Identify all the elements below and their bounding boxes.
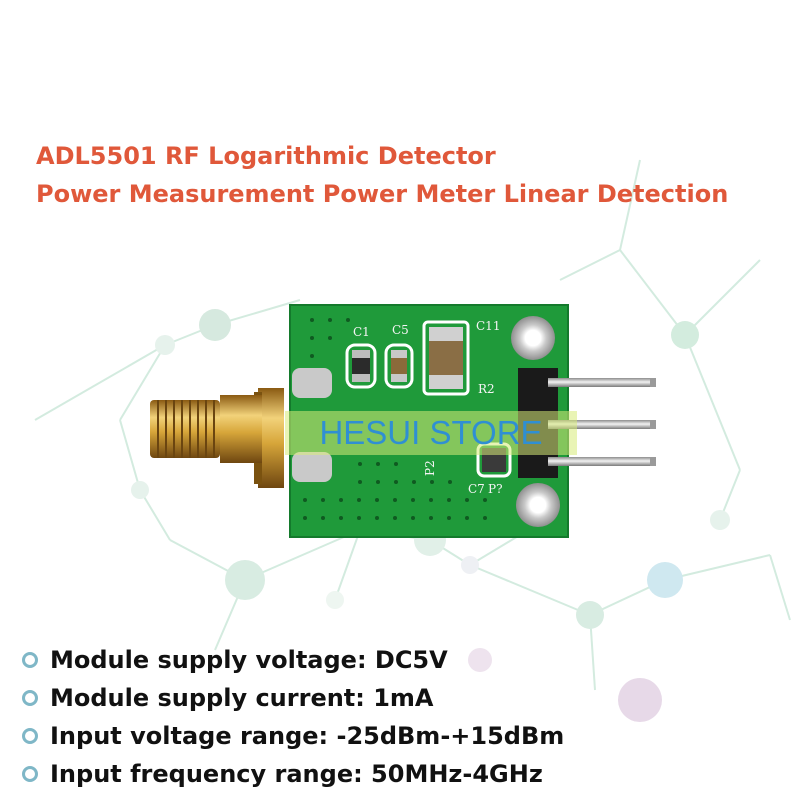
silk-r2: R2 [478, 382, 495, 396]
spec-text: Input voltage range: -25dBm-+15dBm [50, 722, 565, 750]
spec-item: Input frequency range: 50MHz-4GHz [22, 756, 543, 792]
header-pins [548, 378, 656, 466]
spec-text: Module supply voltage: DC5V [50, 646, 448, 674]
silkscreen-labels: C1 C5 C11 R2 P2 C7 P? [353, 319, 503, 496]
silk-p2: P2 [423, 460, 437, 476]
silk-c1: C1 [353, 325, 370, 339]
spec-text: Input frequency range: 50MHz-4GHz [50, 760, 543, 788]
spec-item: Input voltage range: -25dBm-+15dBm [22, 718, 564, 754]
spec-text: Module supply current: 1mA [50, 684, 434, 712]
spec-item: Module supply current: 1mA [22, 680, 434, 716]
store-watermark: HESUI STORE [285, 411, 577, 455]
bullet-ring-icon [22, 690, 38, 706]
product-title-line-1: ADL5501 RF Logarithmic Detector [36, 142, 496, 170]
silk-c7: C7 [468, 482, 485, 496]
spec-item: Module supply voltage: DC5V [22, 642, 448, 678]
silk-c5: C5 [392, 323, 409, 337]
product-title-line-2: Power Measurement Power Meter Linear Det… [36, 180, 729, 208]
silk-p-question: P? [488, 482, 503, 496]
bullet-ring-icon [22, 728, 38, 744]
bullet-ring-icon [22, 766, 38, 782]
silk-c11: C11 [476, 319, 500, 333]
via-pattern [303, 318, 487, 520]
background-network [34, 159, 791, 691]
bullet-ring-icon [22, 652, 38, 668]
sma-connector [150, 388, 284, 488]
